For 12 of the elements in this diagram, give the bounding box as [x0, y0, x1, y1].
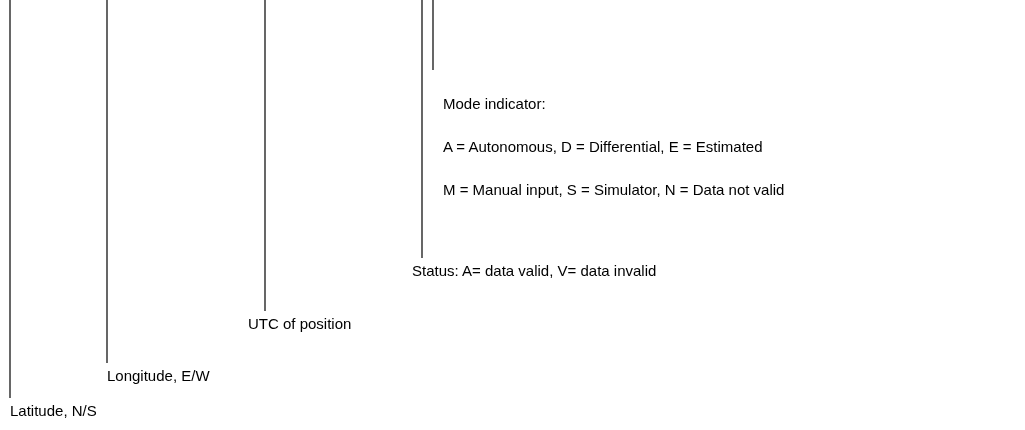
field-label: Latitude, N/S — [10, 402, 97, 420]
field-label: M = Manual input, S = Simulator, N = Data not valid — [443, 181, 785, 199]
field-label: Status: A= data valid, V= data invalid — [412, 262, 657, 280]
leader-line — [264, 0, 266, 312]
field-label: A = Autonomous, D = Differential, E = Estimated — [443, 138, 764, 156]
leader-line — [9, 0, 11, 399]
leader-line — [106, 0, 108, 364]
field-label: Longitude, E/W — [107, 367, 210, 385]
leader-line — [421, 0, 423, 259]
leader-line — [432, 0, 434, 71]
label-heading: Mode indicator: — [443, 95, 547, 113]
field-label: UTC of position — [248, 315, 352, 333]
